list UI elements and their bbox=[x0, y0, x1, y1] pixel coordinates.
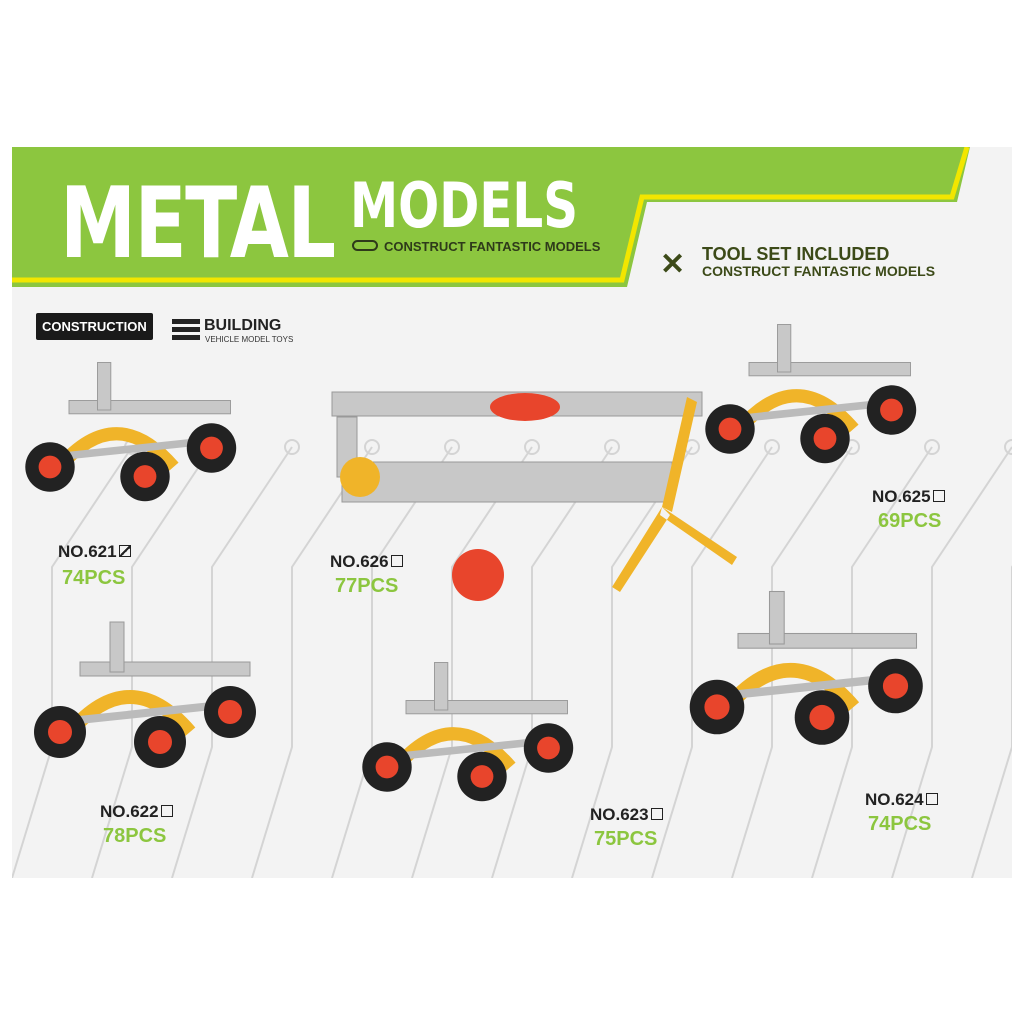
title-models: MODELS bbox=[350, 169, 579, 242]
wheel-hub bbox=[38, 455, 62, 479]
circuit-line bbox=[891, 446, 1012, 878]
tool-set-title: TOOL SET INCLUDED bbox=[702, 244, 890, 264]
metal-strip bbox=[405, 700, 568, 715]
model-number-text: NO.626 bbox=[330, 552, 389, 571]
circuit-line bbox=[731, 446, 853, 878]
metal-strip bbox=[768, 590, 785, 645]
wheel-hub bbox=[218, 700, 242, 724]
vehicle-model bbox=[34, 621, 256, 768]
piece-count: 69PCS bbox=[878, 510, 942, 532]
circuit-node bbox=[604, 439, 620, 455]
vehicle-model bbox=[362, 662, 574, 802]
model-number-text: NO.622 bbox=[100, 802, 159, 821]
wheel-hub bbox=[200, 436, 223, 460]
wheel-hub bbox=[470, 765, 494, 788]
checkbox-icon bbox=[160, 805, 173, 817]
circuit-line bbox=[651, 446, 773, 878]
metal-strip bbox=[434, 662, 449, 711]
tools-icon: ✕ bbox=[660, 248, 686, 281]
wheel-hub bbox=[718, 417, 742, 441]
circuit-line bbox=[331, 446, 453, 878]
checkbox-icon bbox=[925, 793, 938, 805]
airplane-model bbox=[331, 391, 737, 601]
circuit-line bbox=[971, 565, 1012, 878]
piece-count: 75PCS bbox=[594, 828, 658, 850]
building-sublabel: VEHICLE MODEL TOYS bbox=[205, 335, 294, 344]
metal-strip bbox=[748, 362, 911, 377]
piece-count: 77PCS bbox=[335, 575, 399, 597]
vehicle-model bbox=[689, 590, 923, 745]
metal-strip bbox=[97, 362, 112, 411]
model-number: NO.623 bbox=[590, 805, 663, 825]
construction-badge: CONSTRUCTION bbox=[36, 313, 153, 340]
model-number-text: NO.623 bbox=[590, 805, 649, 824]
wheel-hub bbox=[133, 465, 157, 488]
model-number: NO.626 bbox=[330, 552, 403, 572]
model-number-text: NO.625 bbox=[872, 487, 931, 506]
wheel-hub bbox=[813, 427, 837, 450]
model-number-text: NO.621 bbox=[58, 542, 117, 561]
circuit-node bbox=[524, 439, 540, 455]
wheel-hub bbox=[537, 736, 560, 760]
piece-count: 74PCS bbox=[868, 813, 932, 835]
yellow-stripe bbox=[12, 147, 970, 283]
circuit-line bbox=[411, 446, 533, 878]
circuit-line bbox=[91, 446, 213, 878]
green-banner bbox=[12, 147, 970, 287]
header-subtitle: CONSTRUCT FANTASTIC MODELS bbox=[384, 239, 601, 254]
background-art bbox=[12, 147, 1012, 878]
circuit-node bbox=[444, 439, 460, 455]
model-number-text: NO.624 bbox=[865, 790, 924, 809]
circuit-line bbox=[251, 446, 373, 878]
tool-set-subtitle: CONSTRUCT FANTASTIC MODELS bbox=[702, 263, 936, 279]
circuit-line bbox=[491, 446, 613, 878]
chain-link-icon bbox=[352, 240, 378, 251]
circuit-node bbox=[764, 439, 780, 455]
wheel-hub bbox=[148, 730, 172, 754]
circuit-node bbox=[1004, 439, 1012, 455]
metal-strip bbox=[79, 661, 251, 677]
title-metal: METAL bbox=[60, 167, 336, 281]
vehicle-model bbox=[705, 324, 917, 464]
circuit-node bbox=[284, 439, 300, 455]
metal-strip bbox=[68, 400, 231, 415]
circuit-node bbox=[924, 439, 940, 455]
circuit-line bbox=[171, 446, 293, 878]
metal-strip bbox=[777, 324, 792, 373]
model-number: NO.622 bbox=[100, 802, 173, 822]
checkbox-icon bbox=[118, 545, 131, 557]
piece-count: 74PCS bbox=[62, 567, 126, 589]
model-number: NO.625 bbox=[872, 487, 945, 507]
wheel-hub bbox=[809, 704, 835, 731]
wheel-hub bbox=[704, 694, 730, 720]
circuit-line bbox=[811, 446, 933, 878]
model-number: NO.621 bbox=[58, 542, 131, 562]
model-number: NO.624 bbox=[865, 790, 938, 810]
checkbox-icon bbox=[390, 555, 403, 567]
wheel-hub bbox=[375, 755, 399, 779]
wheel-hub bbox=[880, 398, 903, 422]
bricks-icon bbox=[172, 319, 200, 341]
wheel-hub bbox=[882, 673, 909, 699]
building-label: BUILDING bbox=[204, 317, 282, 334]
package-back: METAL MODELS CONSTRUCT FANTASTIC MODELS … bbox=[12, 147, 1012, 878]
metal-strip bbox=[109, 621, 125, 673]
circuit-node bbox=[364, 439, 380, 455]
vehicle-model bbox=[25, 362, 237, 502]
piece-count: 78PCS bbox=[103, 825, 167, 847]
circuit-line bbox=[12, 446, 133, 878]
circuit-line bbox=[571, 446, 693, 878]
checkbox-icon bbox=[932, 490, 945, 502]
metal-strip bbox=[737, 632, 918, 649]
wheel-hub bbox=[48, 720, 72, 744]
checkbox-icon bbox=[650, 808, 663, 820]
